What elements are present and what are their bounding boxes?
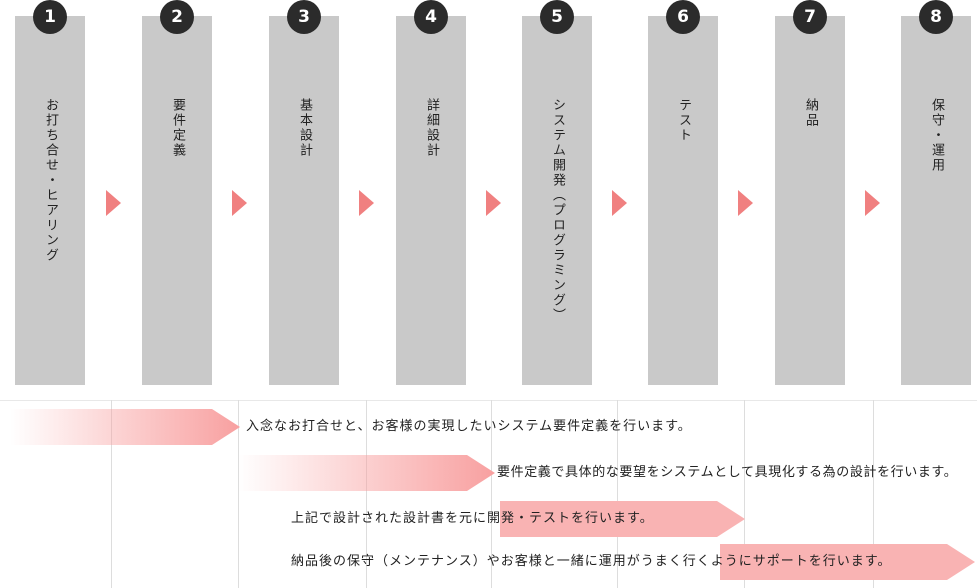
phase-arrow-4 [720, 544, 975, 580]
phase-arrow-1 [10, 409, 240, 445]
step-bar [142, 16, 212, 385]
step-number-badge: 6 [666, 0, 700, 34]
step-label: お打ち合せ・ヒアリング [43, 98, 58, 263]
step-arrow-icon [738, 190, 753, 216]
step-arrow-icon [486, 190, 501, 216]
step-arrow-icon [232, 190, 247, 216]
phase-description-2: 要件定義で具体的な要望をシステムとして具現化する為の設計を行います。 [497, 465, 958, 480]
timeline-divider [0, 400, 977, 401]
step-label: テスト [676, 98, 691, 143]
step-number-badge: 7 [793, 0, 827, 34]
step-number-badge: 5 [540, 0, 574, 34]
step-bar [15, 16, 85, 385]
timeline-gridline [366, 400, 367, 588]
step-number-badge: 4 [414, 0, 448, 34]
step-bar [775, 16, 845, 385]
step-bar [901, 16, 971, 385]
phase-arrow-2 [238, 455, 495, 491]
timeline-gridline [491, 400, 492, 588]
step-arrow-icon [865, 190, 880, 216]
phase-arrow-3 [500, 501, 745, 537]
step-label: 保守・運用 [929, 98, 944, 173]
step-bar [522, 16, 592, 385]
phase-description-1: 入念なお打合せと、お客様の実現したいシステム要件定義を行います。 [246, 419, 692, 434]
step-label: 納品 [803, 98, 818, 128]
step-arrow-icon [359, 190, 374, 216]
phase-description-3: 上記で設計された設計書を元に開発・テストを行います。 [291, 511, 654, 526]
phase-description-4: 納品後の保守（メンテナンス）やお客様と一緒に運用がうまく行くようにサポートを行い… [291, 554, 892, 569]
step-label: システム開発（プログラミング） [550, 98, 565, 323]
timeline-gridline [111, 400, 112, 588]
step-arrow-icon [106, 190, 121, 216]
step-number-badge: 3 [287, 0, 321, 34]
step-label: 基本設計 [297, 98, 312, 158]
step-number-badge: 2 [160, 0, 194, 34]
step-number-badge: 1 [33, 0, 67, 34]
step-arrow-icon [612, 190, 627, 216]
step-bar [396, 16, 466, 385]
step-label: 要件定義 [170, 98, 185, 158]
timeline-gridline [617, 400, 618, 588]
step-bar [648, 16, 718, 385]
timeline-gridline [873, 400, 874, 588]
step-label: 詳細設計 [424, 98, 439, 158]
step-number-badge: 8 [919, 0, 953, 34]
timeline-gridline [744, 400, 745, 588]
step-bar [269, 16, 339, 385]
timeline-gridline [238, 400, 239, 588]
